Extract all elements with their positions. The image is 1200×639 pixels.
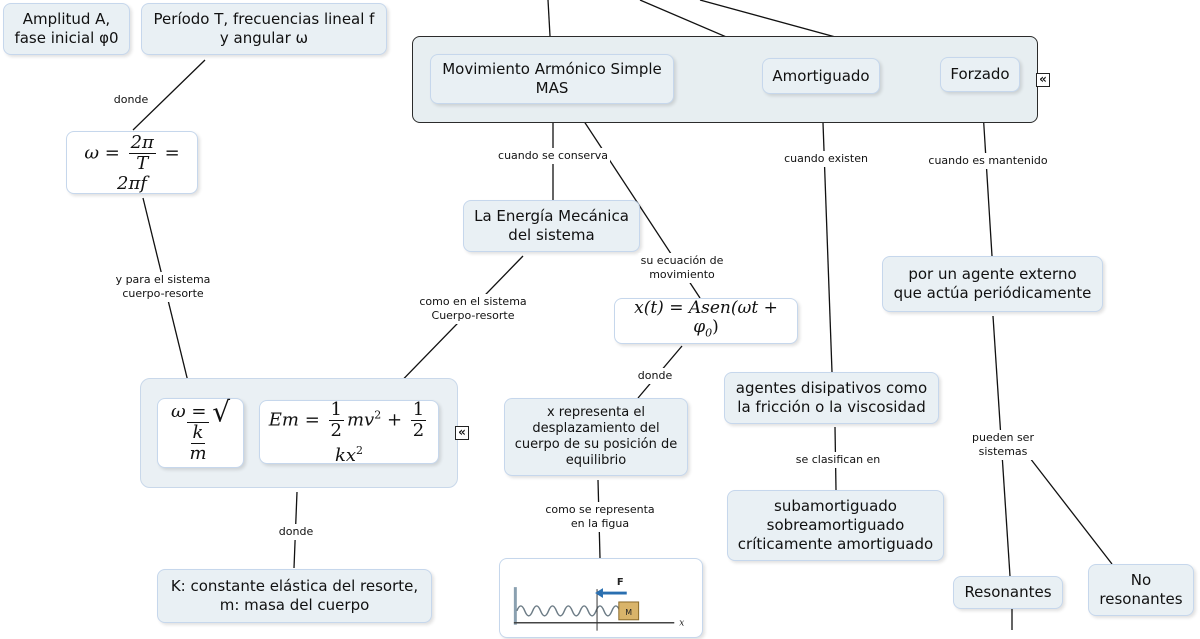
node-energia-formula[interactable]: Em = 1 2 mv2 + 1 2 kx2 (259, 398, 439, 466)
node-amplitud[interactable]: Amplitud A, fase inicial φ0 (3, 3, 130, 55)
denominator-t: T (136, 152, 149, 174)
node-ecuacion[interactable]: x(t) = Asen(ωt + φ0) (614, 298, 798, 344)
node-energia[interactable]: La Energía Mecánica del sistema (463, 200, 640, 252)
node-amortiguado-text: Amortiguado (772, 66, 870, 85)
node-spring-figure[interactable]: M F x (499, 558, 703, 638)
omega-symbol-2: ω (170, 401, 186, 423)
link-label-existen: cuando existen (782, 151, 870, 167)
node-x-representa-text: x representa el desplazamiento del cuerp… (514, 405, 678, 468)
node-constante-text: K: constante elástica del resorte, m: ma… (170, 577, 419, 614)
node-tipos-amortiguamiento[interactable]: subamortiguado sobreamortiguado críticam… (727, 490, 944, 561)
link-label-ecuacion: su ecuación de movimiento (638, 253, 726, 283)
node-agente-externo-text: por un agente externo que actúa periódic… (893, 265, 1092, 302)
node-mas-text: Movimiento Armónico Simple MAS (442, 60, 662, 97)
node-forzado[interactable]: Forzado (940, 57, 1020, 92)
link-label-cuerpo-resorte-1: y para el sistema cuerpo-resorte (113, 272, 213, 302)
numerator-one: 1 (328, 398, 344, 421)
omega-formula: ω = 2π T = 2πf (73, 131, 191, 194)
node-no-resonantes[interactable]: No resonantes (1088, 564, 1194, 616)
node-agentes-disipativos[interactable]: agentes disipativos como la fricción o l… (724, 372, 939, 424)
force-label: F (617, 577, 624, 588)
node-tipos-amortiguamiento-text: subamortiguado sobreamortiguado críticam… (737, 497, 934, 553)
node-agentes-disipativos-text: agentes disipativos como la fricción o l… (735, 379, 928, 416)
link-label-pueden-ser: pueden ser sistemas (970, 430, 1036, 460)
numerator-one-2: 1 (410, 398, 427, 421)
omega-sqrt-formula: ω = √ k m (170, 395, 231, 464)
fraction-one-half-2: 1 2 (410, 398, 427, 441)
link-label-clasifican: se clasifican en (793, 452, 883, 468)
equals-sign: = (104, 142, 120, 163)
node-resonantes[interactable]: Resonantes (953, 576, 1063, 609)
node-periodo-text: Período T, frecuencias lineal f y angula… (153, 10, 375, 47)
axis-x-label: x (679, 619, 684, 629)
link-label-donde-3: donde (276, 524, 316, 540)
fraction-one-half: 1 2 (328, 398, 344, 441)
fraction-k-over-m: k m (187, 421, 209, 464)
equals-sign-2: = (164, 142, 180, 163)
kx-term: kx (334, 444, 357, 466)
spring-figure-illustration: M F x (513, 577, 684, 631)
collapse-expander-icon-2[interactable]: « (455, 426, 469, 440)
node-amortiguado[interactable]: Amortiguado (762, 58, 880, 94)
equals-sign-4: = (304, 409, 320, 430)
node-omega-formula[interactable]: ω = 2π T = 2πf (66, 131, 198, 194)
square-exponent-2: 2 (356, 443, 364, 457)
omega-symbol: ω (84, 142, 99, 163)
denominator-m: m (189, 442, 207, 464)
node-resonantes-text: Resonantes (964, 583, 1052, 601)
numerator-2pi: 2π (128, 131, 156, 154)
mass-label: M (625, 608, 632, 617)
node-omega-sqrt[interactable]: ω = √ k m (157, 398, 244, 468)
energy-formula: Em = 1 2 mv2 + 1 2 kx2 (268, 398, 427, 466)
two-pi-f: 2πf (117, 172, 147, 194)
node-no-resonantes-text: No resonantes (1099, 571, 1183, 608)
link-label-cuerpo-resorte-2: como en el sistema Cuerpo-resorte (417, 294, 529, 324)
phi-subscript: 0 (705, 326, 713, 340)
em-symbol: Em (268, 409, 299, 430)
equals-sign-3: = (191, 401, 207, 423)
link-label-donde-2: donde (635, 368, 675, 384)
mv-term: mv (346, 409, 375, 430)
denominator-two-2: 2 (412, 419, 425, 441)
link-label-conserva: cuando se conserva (496, 148, 610, 164)
link-label-representa: como se representa en la figua (543, 502, 657, 532)
node-constante[interactable]: K: constante elástica del resorte, m: ma… (157, 569, 432, 623)
node-x-representa[interactable]: x representa el desplazamiento del cuerp… (504, 398, 688, 476)
node-mas[interactable]: Movimiento Armónico Simple MAS (430, 54, 674, 104)
equation-x-of-t: x(t) = Asen(ωt + φ0) (634, 298, 778, 340)
node-periodo[interactable]: Período T, frecuencias lineal f y angula… (141, 3, 387, 55)
collapse-expander-icon[interactable]: « (1036, 73, 1050, 87)
fraction-2pi-over-t: 2π T (128, 131, 156, 174)
node-energia-text: La Energía Mecánica del sistema (474, 207, 629, 244)
node-amplitud-text: Amplitud A, fase inicial φ0 (14, 10, 119, 47)
numerator-k: k (190, 421, 206, 444)
link-label-donde-1: donde (111, 92, 151, 108)
denominator-two: 2 (330, 419, 342, 441)
equation-body: x(t) = Asen(ωt + φ (634, 298, 778, 338)
square-exponent-1: 2 (374, 408, 382, 421)
link-label-mantenido: cuando es mantenido (926, 153, 1050, 169)
node-forzado-text: Forzado (950, 65, 1010, 83)
node-agente-externo[interactable]: por un agente externo que actúa periódic… (882, 256, 1103, 312)
